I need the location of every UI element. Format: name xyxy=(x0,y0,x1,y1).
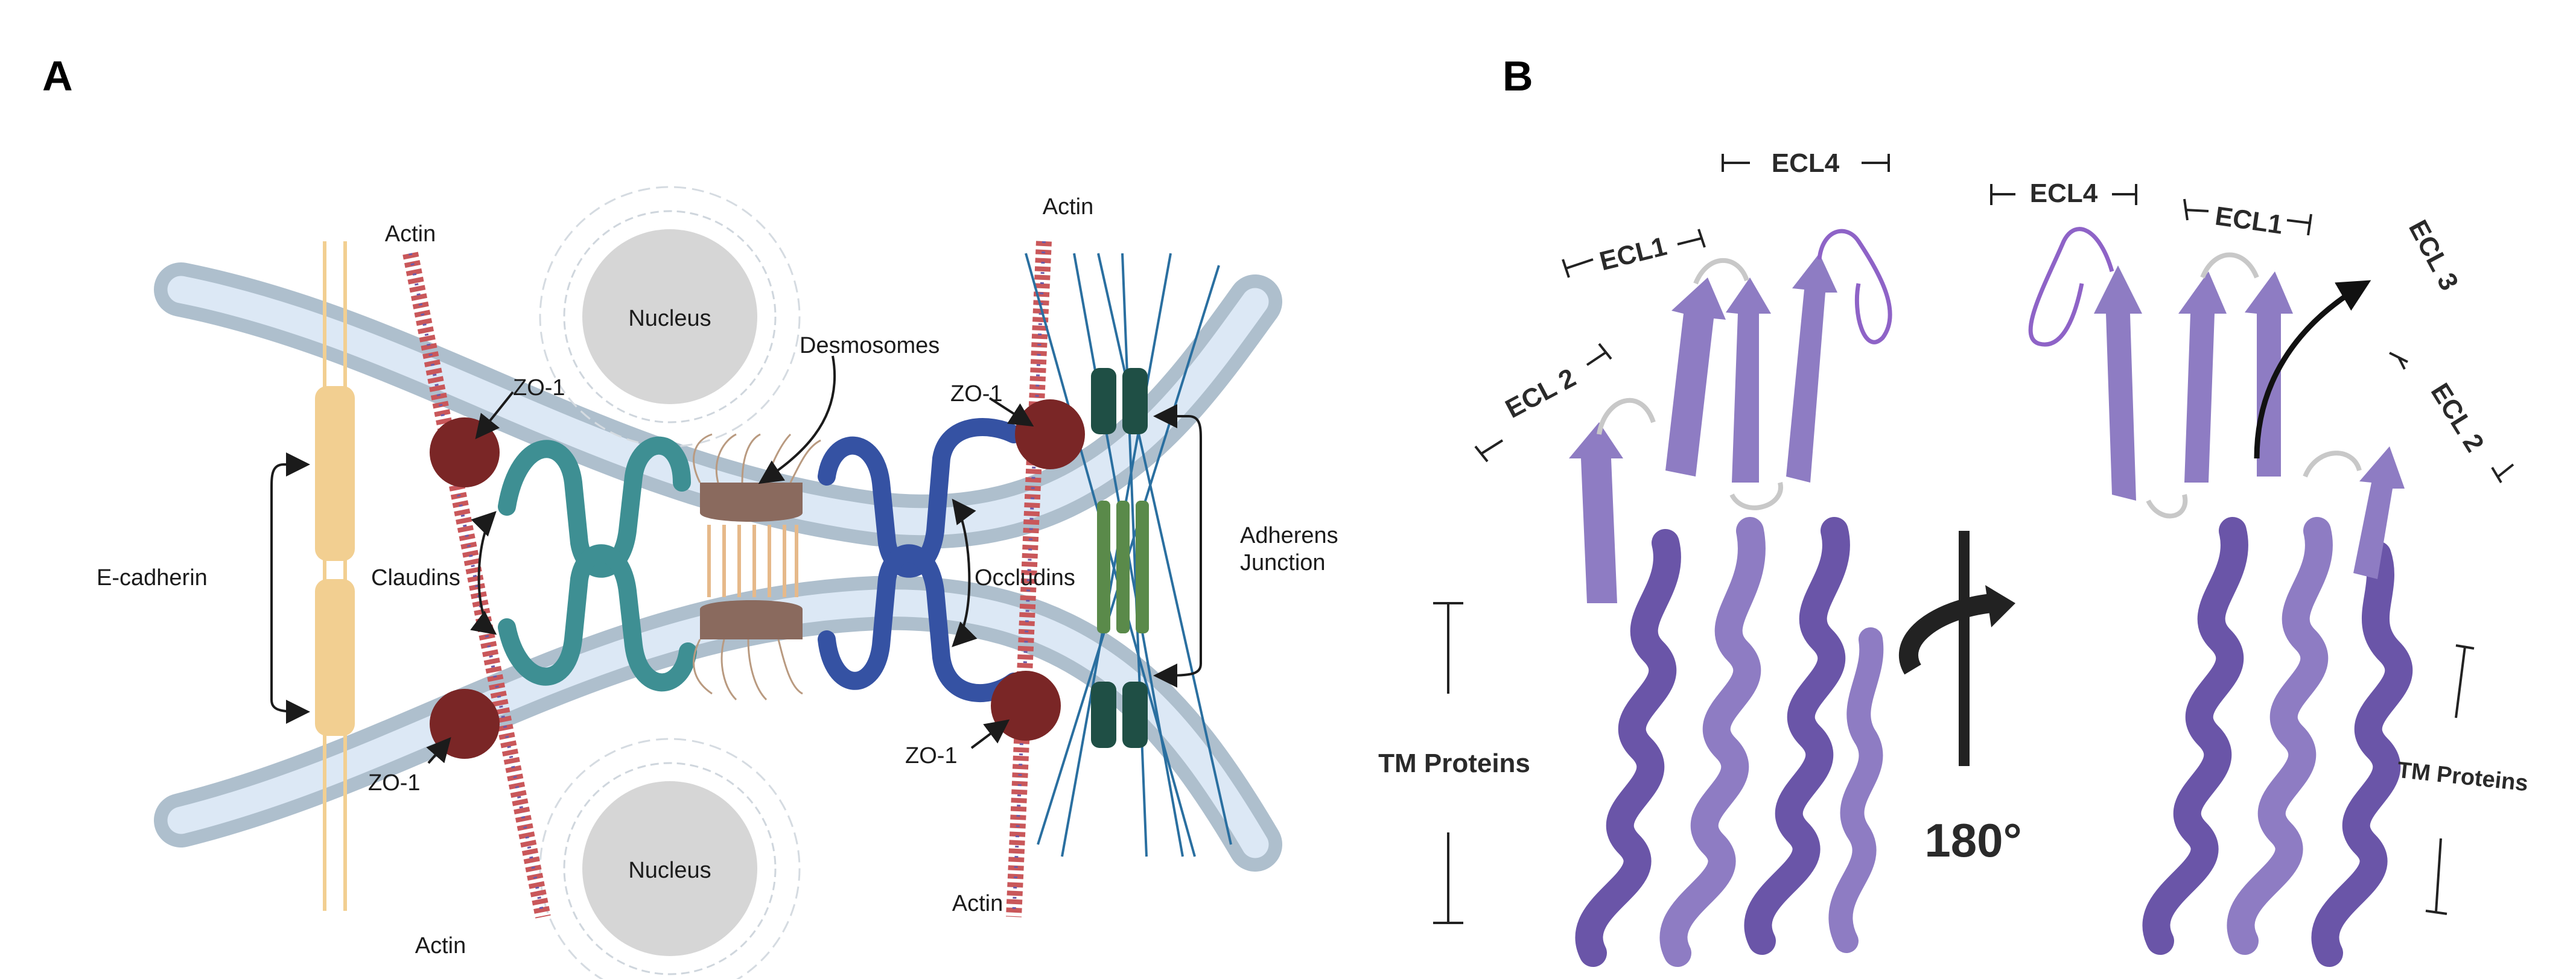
zo1-label-bottom-left: ZO-1 xyxy=(368,770,421,796)
occludin-proteins xyxy=(818,418,1023,702)
adherens-junction-proteins xyxy=(1091,368,1149,748)
actin-filament-right xyxy=(1006,241,1052,917)
zo1-sphere-top-left xyxy=(430,417,500,487)
desmosome xyxy=(693,433,821,701)
actin-label-bottom-left: Actin xyxy=(415,933,466,958)
nucleus-top-label: Nucleus xyxy=(628,306,711,331)
nucleus-bottom: Nucleus xyxy=(539,738,801,979)
adherens-label-line2: Junction xyxy=(1240,550,1326,575)
occludins-label: Occludins xyxy=(975,565,1075,591)
claudins-label: Claudins xyxy=(371,565,460,591)
panel-label-a: A xyxy=(42,52,73,100)
protein-structure-right xyxy=(2028,227,2413,967)
panel-label-b: B xyxy=(1503,52,1533,100)
ecl3-arrow xyxy=(2254,280,2371,459)
protein-structure-left xyxy=(1569,229,1892,967)
claudin-proteins xyxy=(498,436,697,692)
zo1-label-top-left: ZO-1 xyxy=(513,375,565,401)
zo1-label-top-right: ZO-1 xyxy=(950,381,1003,407)
cell-membrane-bottom xyxy=(154,575,1282,872)
nucleus-bottom-label: Nucleus xyxy=(628,858,711,883)
right-ecl1-label: ECL1 xyxy=(2213,201,2285,240)
panel-b-diagram: ECL4 ECL1 ECL 2 TM Proteins ECL4 ECL1 EC… xyxy=(1378,148,2530,967)
zo1-label-bottom-right: ZO-1 xyxy=(905,743,958,768)
left-tm-label: TM Proteins xyxy=(1378,749,1530,778)
zo1-sphere-top-right xyxy=(1015,399,1085,469)
right-ecl2-label: ECL 2 xyxy=(2425,378,2490,457)
actin-label-top-right: Actin xyxy=(1043,194,1093,220)
right-ecl3-label: ECL 3 xyxy=(2403,215,2464,295)
e-cadherin-label: E-cadherin xyxy=(97,565,208,591)
actin-label-top-left: Actin xyxy=(385,221,436,247)
rotation-label: 180° xyxy=(1924,814,2021,867)
nucleus-top: Nucleus xyxy=(539,186,801,448)
panel-a-diagram: Nucleus Nucleus xyxy=(97,186,1338,979)
left-ecl2-label: ECL 2 xyxy=(1501,363,1580,423)
zo1-sphere-bottom-right xyxy=(991,671,1061,741)
desmosomes-label: Desmosomes xyxy=(800,333,940,358)
right-ecl4-label: ECL4 xyxy=(2030,179,2098,208)
e-cadherin-strands xyxy=(315,241,355,911)
left-ecl4-label: ECL4 xyxy=(1772,148,1840,178)
right-tm-label: TM Proteins xyxy=(2396,758,2530,797)
adherens-label-line1: Adherens xyxy=(1240,523,1338,548)
rotation-icon xyxy=(1899,531,2015,766)
left-ecl1-label: ECL1 xyxy=(1597,232,1670,277)
actin-label-bottom-right: Actin xyxy=(952,891,1003,916)
